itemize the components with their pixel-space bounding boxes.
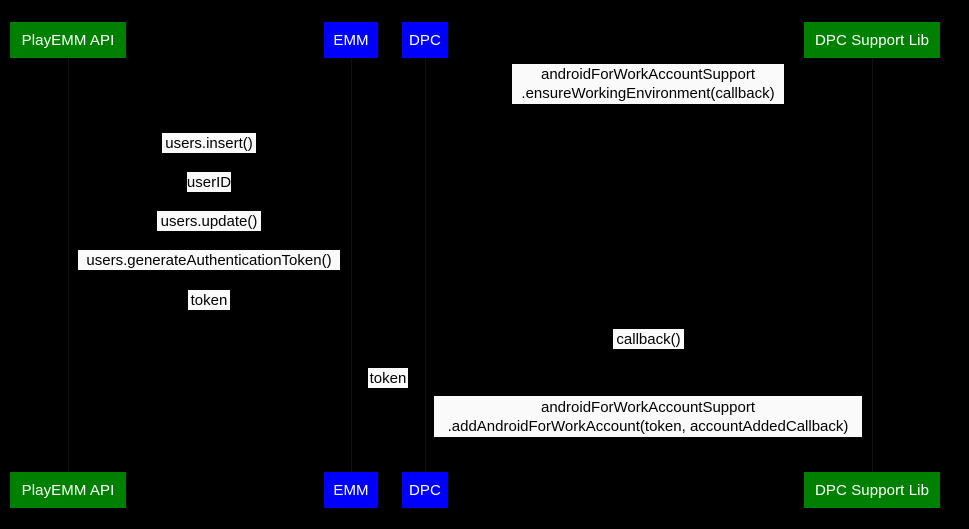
- message-text-line: androidForWorkAccountSupport: [541, 398, 755, 416]
- message-label-generate-authentication-token: users.generateAuthenticationToken(): [78, 250, 340, 270]
- participant-label: PlayEMM API: [21, 481, 115, 499]
- message-text-line: users.update(): [160, 212, 258, 230]
- message-label-user-id: userID: [187, 172, 231, 192]
- participant-header-playemm-api[interactable]: PlayEMM API: [10, 22, 126, 58]
- participant-header-dpc-support-lib[interactable]: DPC Support Lib: [804, 22, 940, 58]
- message-text-line: token: [190, 291, 228, 309]
- message-text-line: androidForWorkAccountSupport: [541, 66, 755, 83]
- message-text-line: token: [369, 369, 407, 387]
- participant-header-emm[interactable]: EMM: [324, 22, 378, 58]
- participant-label: PlayEMM API: [21, 31, 115, 49]
- message-text-line: users.generateAuthenticationToken(): [86, 251, 332, 269]
- lifeline-emm: [351, 58, 352, 472]
- participant-footer-emm[interactable]: EMM: [324, 472, 378, 508]
- participant-header-dpc[interactable]: DPC: [402, 22, 448, 58]
- lifeline-dpc: [425, 58, 426, 472]
- message-label-token-to-dpc: token: [368, 368, 408, 388]
- message-label-token-to-emm: token: [188, 290, 230, 310]
- participant-footer-playemm-api[interactable]: PlayEMM API: [10, 472, 126, 508]
- participant-label: DPC Support Lib: [814, 481, 930, 499]
- message-text-line: .addAndroidForWorkAccount(token, account…: [447, 417, 849, 435]
- lifeline-playemm-api: [68, 58, 69, 472]
- message-text-line: userID: [186, 173, 232, 191]
- participant-footer-dpc-support-lib[interactable]: DPC Support Lib: [804, 472, 940, 508]
- message-label-users-update: users.update(): [157, 211, 261, 231]
- message-label-add-android-for-work-account: androidForWorkAccountSupport.addAndroidF…: [434, 396, 862, 437]
- message-label-users-insert: users.insert(): [162, 133, 256, 153]
- participant-footer-dpc[interactable]: DPC: [402, 472, 448, 508]
- participant-label: DPC: [409, 481, 441, 499]
- participant-label: DPC Support Lib: [814, 31, 930, 49]
- message-text-line: .ensureWorkingEnvironment(callback): [521, 85, 775, 102]
- message-label-callback: callback(): [613, 329, 684, 349]
- participant-label: EMM: [333, 481, 369, 499]
- participant-label: DPC: [409, 31, 441, 49]
- message-label-ensure-working-environment: androidForWorkAccountSupport .ensureWorki…: [512, 64, 784, 104]
- lifeline-dpc-support-lib: [872, 58, 873, 472]
- participant-label: EMM: [333, 31, 369, 49]
- message-text-line: users.insert(): [165, 134, 253, 152]
- message-text-line: callback(): [616, 330, 681, 348]
